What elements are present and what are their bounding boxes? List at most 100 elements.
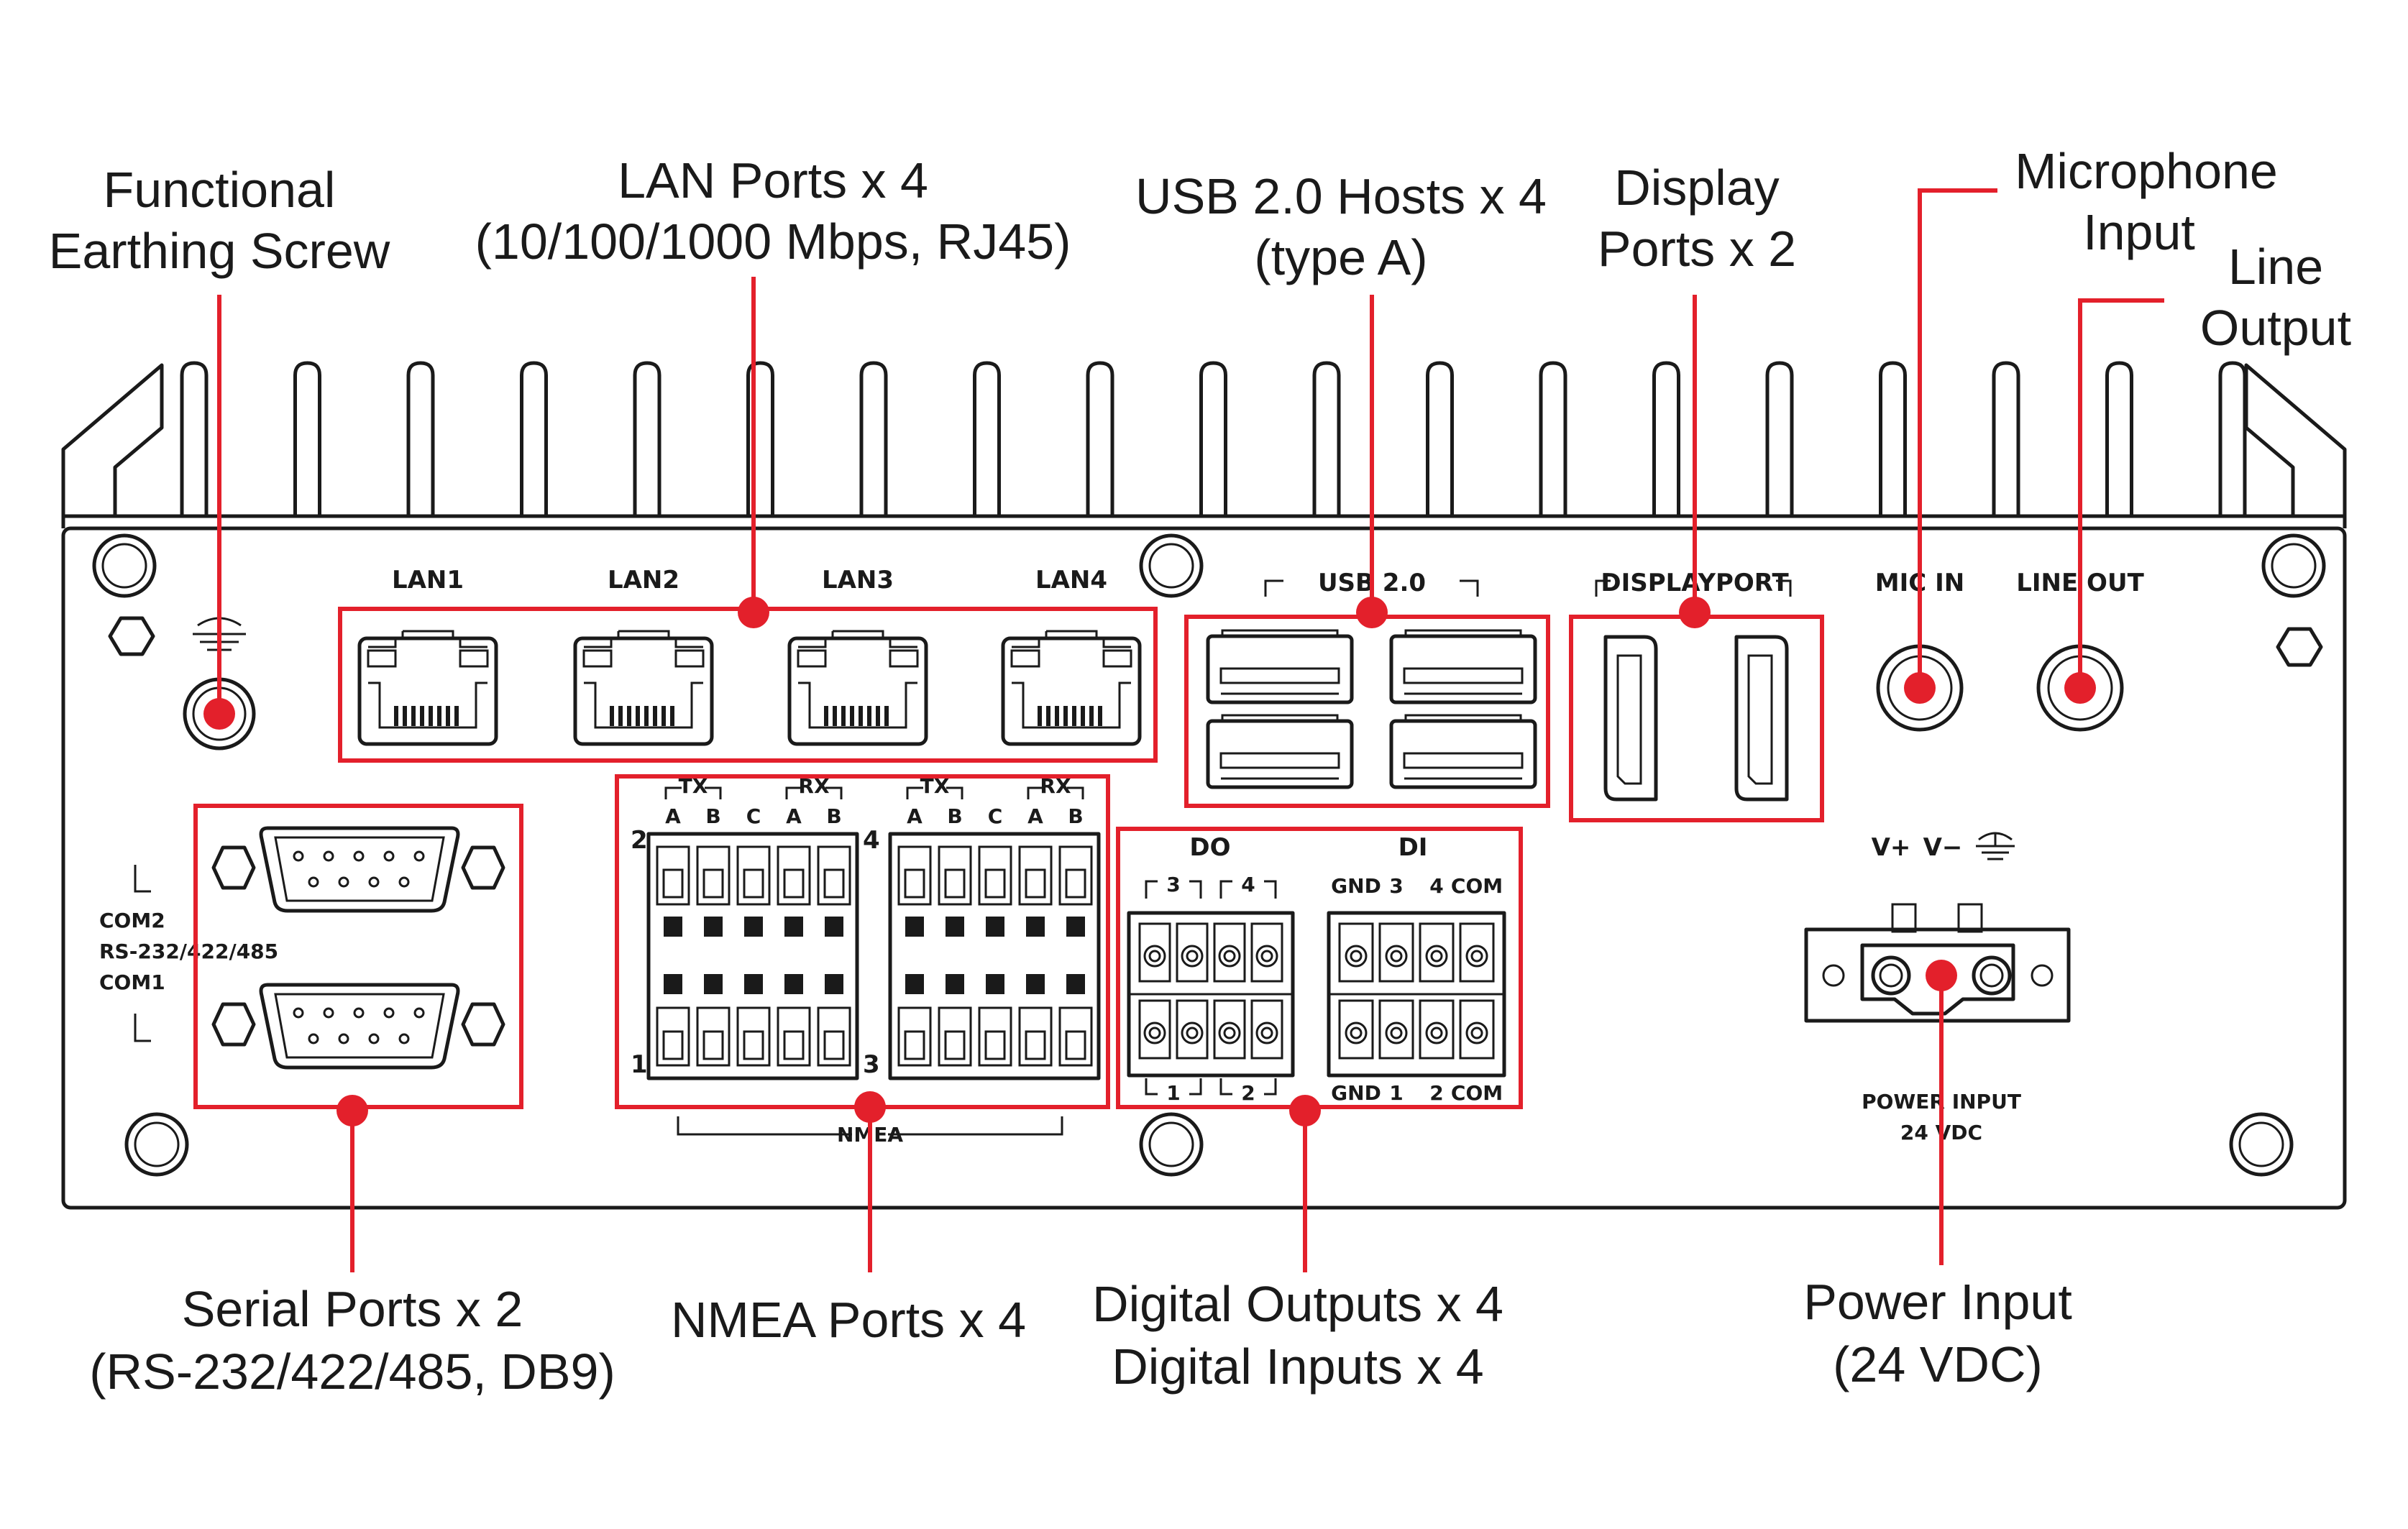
callout-nmea-line1: NMEA Ports x 4 <box>671 1292 1026 1348</box>
lan-ports-highlight <box>338 607 1158 763</box>
hex-nut-icon <box>2276 627 2323 667</box>
heatsink-fin <box>406 361 435 516</box>
usb-port-icon <box>1206 629 1354 704</box>
rj45-port-icon <box>1001 630 1142 746</box>
di-pin-label: 1 <box>1389 1081 1403 1105</box>
callout-labels: Functional Earthing Screw LAN Ports x 4 … <box>49 143 2351 1400</box>
nmea-terminal-block-icon <box>888 832 1101 1080</box>
nmea-tx-label: TX <box>920 774 950 798</box>
heatsink-fins <box>180 361 2247 516</box>
di-terminal-block-icon <box>1327 911 1506 1078</box>
callout-serial-line2: (RS-232/422/485, DB9) <box>89 1344 615 1400</box>
displayport-connector-icon <box>1603 635 1658 802</box>
callout-power-line2: (24 VDC) <box>1833 1336 2043 1392</box>
di-pin-label: GND <box>1331 874 1381 898</box>
di-label: DI <box>1398 833 1428 862</box>
lan-port-label: LAN2 <box>608 566 679 594</box>
callout-mic-line2: Input <box>2083 204 2195 260</box>
mounting-screw-icon <box>1139 533 1204 598</box>
usb-ports: USB 2.0 <box>1184 569 1550 808</box>
heatsink-fin <box>1539 361 1567 516</box>
audio-jacks: MIC IN LINE OUT <box>1875 569 2145 732</box>
nmea-pin-label: A <box>786 804 802 828</box>
com1-label: COM1 <box>99 970 165 994</box>
power-input: V+ V− POWER INPUT 24 VDC <box>1804 832 2071 1144</box>
rj45-port-icon <box>357 630 498 746</box>
do-label: DO <box>1189 833 1230 862</box>
heatsink-fin <box>1312 361 1341 516</box>
nmea-pin-label: C <box>988 804 1003 828</box>
nmea-number-4: 4 <box>863 826 880 855</box>
callout-dio-line1: Digital Outputs x 4 <box>1092 1276 1503 1332</box>
mounting-screws <box>92 533 2326 1177</box>
heatsink-fin <box>293 361 321 516</box>
heatsink-fin <box>1426 361 1454 516</box>
display-ports-highlight <box>1569 615 1824 822</box>
di-pin-label: 3 <box>1389 874 1403 898</box>
nmea-pin-label: A <box>1027 804 1043 828</box>
callout-display-line2: Ports x 2 <box>1598 221 1796 277</box>
callout-usb-line2: (type A) <box>1254 229 1427 285</box>
usb-port-icon <box>1389 629 1537 704</box>
do-pin-label: 3 <box>1166 873 1180 896</box>
mounting-screw-icon <box>2229 1112 2294 1177</box>
mounting-screw-icon <box>1139 1112 1204 1177</box>
nmea-rx-label: RX <box>798 774 830 798</box>
nmea-pin-label: B <box>705 804 720 828</box>
front-panel <box>61 526 2347 1210</box>
heatsink-fin <box>180 361 209 516</box>
usb-port-icon <box>1206 714 1354 789</box>
do-pin-label: 4 <box>1241 873 1255 896</box>
nmea-tx-label: TX <box>679 774 708 798</box>
mounting-screw-icon <box>92 533 157 598</box>
displayport-connector-icon <box>1734 635 1789 802</box>
v-plus-label: V+ <box>1872 833 1911 862</box>
com2-label: COM2 <box>99 909 165 932</box>
heatsink-fin <box>520 361 548 516</box>
rj45-port-icon <box>787 630 928 746</box>
nmea-pin-label: A <box>907 804 923 828</box>
heatsink-fin <box>1652 361 1680 516</box>
di-pin-label: COM <box>1451 1081 1503 1105</box>
callout-line-line1: Line <box>2228 239 2323 295</box>
callout-mic-line1: Microphone <box>2015 143 2278 199</box>
nmea-pin-label: B <box>1068 804 1083 828</box>
db9-connector-icon <box>211 826 505 913</box>
callout-dio-line2: Digital Inputs x 4 <box>1112 1339 1483 1395</box>
hex-nut-icon <box>108 616 155 656</box>
di-pin-label: 4 <box>1429 874 1443 898</box>
rj45-port-icon <box>573 630 714 746</box>
callout-display-line1: Display <box>1614 160 1780 216</box>
nmea-pin-label: C <box>746 804 761 828</box>
rs-label: RS-232/422/485 <box>99 940 278 963</box>
ground-symbol-icon <box>1976 832 2015 860</box>
heatsink-fin <box>859 361 888 516</box>
di-pin-label: 2 <box>1429 1081 1443 1105</box>
heatsink-fin <box>1086 361 1114 516</box>
heatsink-fin <box>1199 361 1227 516</box>
mounting-screw-icon <box>124 1112 189 1177</box>
heatsink-fin <box>2218 361 2247 516</box>
nmea-terminal-block-icon <box>646 832 859 1080</box>
nmea-number-2: 2 <box>631 826 648 855</box>
callout-power-line1: Power Input <box>1803 1274 2072 1330</box>
nmea-number-1: 1 <box>631 1050 648 1079</box>
do-pin-label: 2 <box>1241 1081 1255 1105</box>
nmea-pin-label: B <box>826 804 841 828</box>
mounting-screw-icon <box>2261 533 2326 598</box>
di-pin-label: GND <box>1331 1081 1381 1105</box>
callout-usb-line1: USB 2.0 Hosts x 4 <box>1135 168 1547 224</box>
callout-line-line2: Output <box>2200 300 2351 356</box>
heatsink-fin <box>1992 361 2020 516</box>
callout-serial-line1: Serial Ports x 2 <box>182 1281 523 1337</box>
nmea-number-3: 3 <box>863 1050 880 1079</box>
power-terminal-icon <box>1804 903 2071 1023</box>
nmea-pin-label: B <box>947 804 962 828</box>
callout-lan-line1: LAN Ports x 4 <box>618 152 928 208</box>
v-minus-label: V− <box>1923 833 1963 862</box>
nmea-rx-label: RX <box>1040 774 1071 798</box>
heatsink-fin <box>1765 361 1794 516</box>
